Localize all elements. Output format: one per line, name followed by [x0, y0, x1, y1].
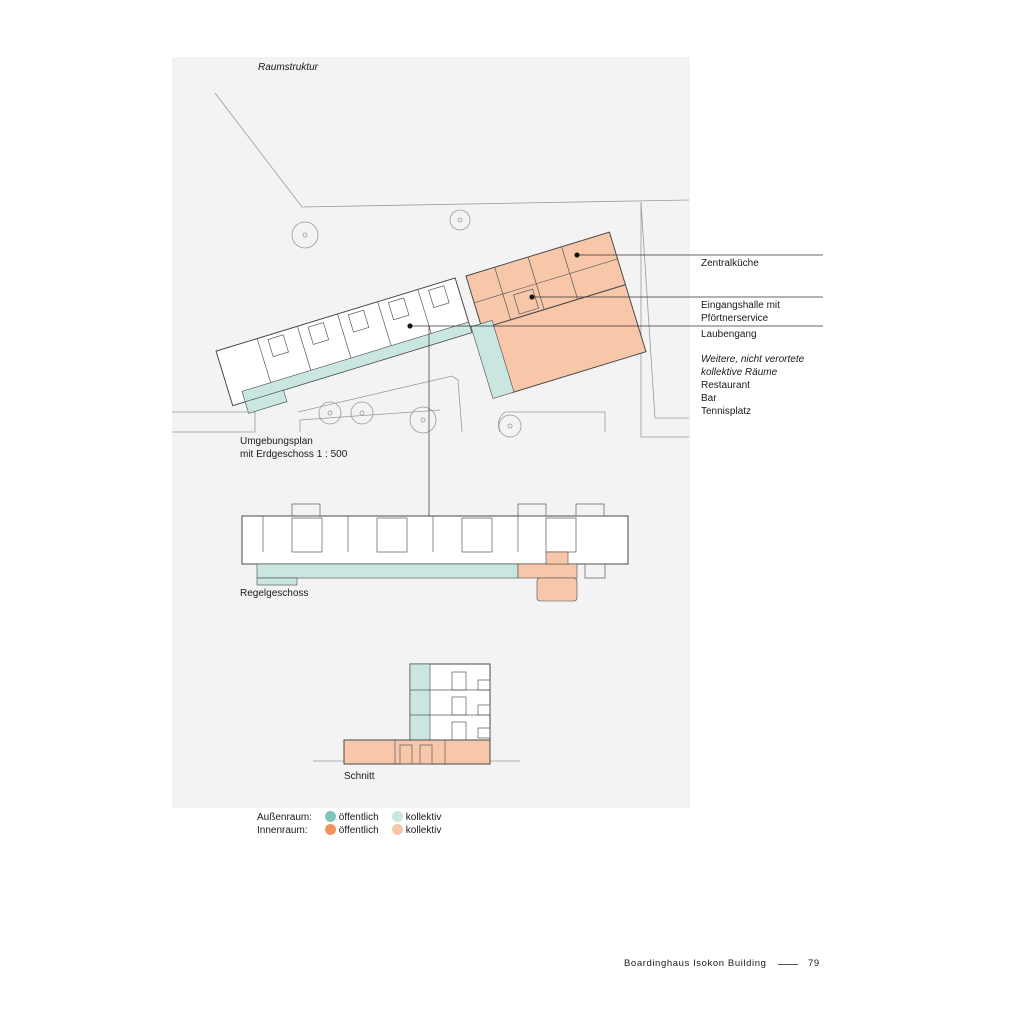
annotation-room-restaurant: Restaurant [701, 380, 750, 391]
site-plan-caption-line1: Umgebungsplan [240, 436, 313, 447]
section-title: Raumstruktur [258, 62, 319, 73]
legend-indoor-public: öffentlich [325, 824, 379, 837]
footer-title: Boardinghaus Isokon Building [624, 958, 767, 969]
legend-outdoor-label: Außenraum: [257, 812, 313, 823]
site-context-lines [172, 92, 690, 438]
section-caption: Schnitt [344, 771, 375, 782]
legend-outdoor-public: öffentlich [325, 811, 379, 824]
annotation-further-rooms: Weitere, nicht verortete kollektive Räum… [701, 353, 804, 418]
legend-dot-indoor-collective [392, 824, 403, 835]
annotation-further-line2: kollektive Räume [701, 367, 778, 378]
legend-collective-text: kollektiv [405, 812, 442, 823]
annotation-kitchen: Zentralküche [701, 258, 759, 269]
site-plan-caption: Umgebungsplan mit Erdgeschoss 1 : 500 [240, 435, 347, 461]
site-trees [291, 209, 522, 438]
legend-dot-indoor-public [325, 824, 336, 835]
legend-public-text: öffentlich [338, 812, 379, 823]
site-plan-head-building [465, 231, 647, 399]
legend-dot-outdoor-public [325, 811, 336, 822]
legend-dot-outdoor-collective [392, 811, 403, 822]
legend-indoor-label: Innenraum: [257, 825, 308, 836]
site-plan-building [215, 277, 473, 414]
annotation-room-bar: Bar [701, 393, 717, 404]
annotation-room-tennis: Tennisplatz [701, 406, 752, 417]
annotation-hall-line2: Pförtnerservice [701, 313, 769, 324]
annotation-gallery: Laubengang [701, 329, 757, 340]
legend-outdoor-collective: kollektiv [392, 811, 441, 824]
legend-public-text: öffentlich [338, 825, 379, 836]
annotation-hall-line1: Eingangshalle mit [701, 300, 780, 311]
typical-floor-caption: Regelgeschoss [240, 588, 309, 599]
legend-indoor-collective: kollektiv [392, 824, 441, 837]
typical-floor-plan [241, 503, 629, 602]
annotation-hall: Eingangshalle mit Pförtnerservice [701, 299, 780, 325]
section-drawing [313, 663, 520, 765]
page-number: 79 [808, 958, 820, 969]
footer-rule [778, 964, 798, 965]
site-plan-caption-line2: mit Erdgeschoss 1 : 500 [240, 449, 348, 460]
legend-collective-text: kollektiv [405, 825, 442, 836]
annotation-further-line1: Weitere, nicht verortete [701, 354, 805, 365]
